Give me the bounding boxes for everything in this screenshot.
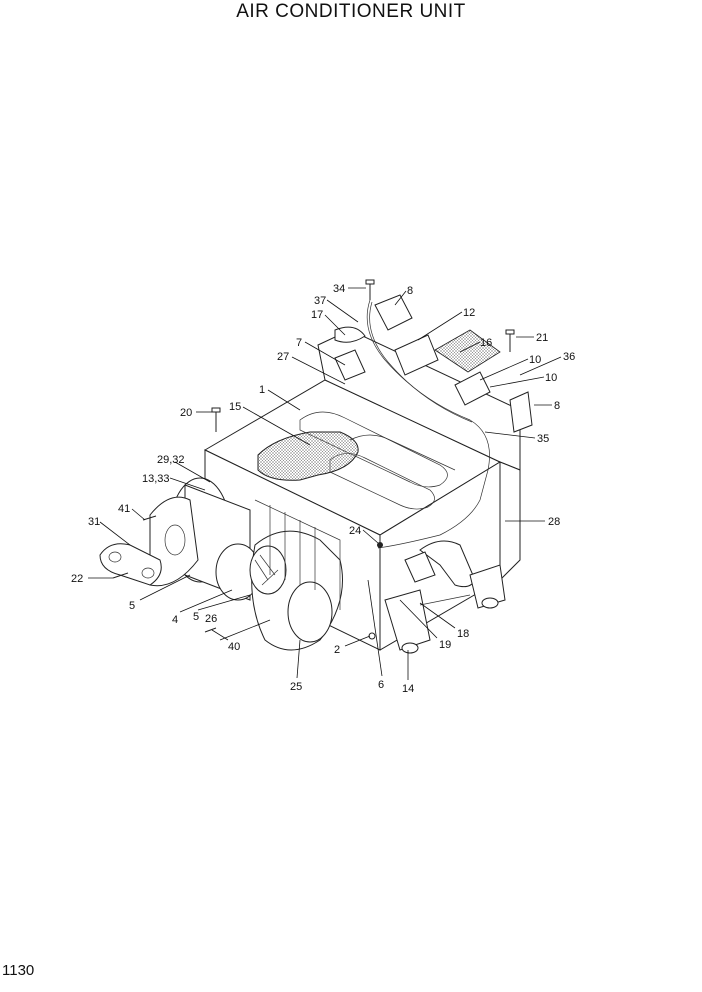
page-number: 1130 <box>2 962 35 979</box>
filter-16 <box>434 329 501 373</box>
callout-15: 15 <box>229 401 241 413</box>
callout-5: 5 <box>129 600 135 612</box>
callout-5: 5 <box>193 611 199 623</box>
callout-36: 36 <box>563 351 575 363</box>
callout-34: 34 <box>333 283 345 295</box>
callout-28: 28 <box>548 516 560 528</box>
callout-10: 10 <box>545 372 557 384</box>
filter-15 <box>257 431 359 481</box>
callout-22: 22 <box>71 573 83 585</box>
bracket-31 <box>99 543 162 586</box>
callout-20: 20 <box>180 407 192 419</box>
callout-26: 26 <box>205 613 217 625</box>
callout-8: 8 <box>554 400 560 412</box>
blower-right <box>249 530 343 651</box>
callout-2: 2 <box>334 644 340 656</box>
callout-40: 40 <box>228 641 240 653</box>
page-title: AIR CONDITIONER UNIT <box>236 1 466 22</box>
callout-37: 37 <box>314 295 326 307</box>
screws <box>112 279 515 640</box>
evaporator-grille <box>254 499 341 610</box>
heater-pipe <box>404 540 476 588</box>
callout-4: 4 <box>172 614 178 626</box>
callout-27: 27 <box>277 351 289 363</box>
callout-7: 7 <box>296 337 302 349</box>
blower-left <box>149 477 261 601</box>
callout-17: 17 <box>311 309 323 321</box>
callout-35: 35 <box>537 433 549 445</box>
callout-10: 10 <box>529 354 541 366</box>
callout-24: 24 <box>349 525 361 537</box>
leader-lines <box>88 287 562 680</box>
callout-29-32: 29,32 <box>157 454 185 466</box>
callout-25: 25 <box>290 681 302 693</box>
callout-12: 12 <box>463 307 475 319</box>
mounting-feet <box>384 564 506 654</box>
callout-13-33: 13,33 <box>142 473 170 485</box>
callout-41: 41 <box>118 503 130 515</box>
callout-labels: 34 8 37 17 12 21 16 7 27 10 36 10 1 8 20… <box>71 283 575 695</box>
relay-blocks <box>334 294 533 433</box>
callout-21: 21 <box>536 332 548 344</box>
callout-16: 16 <box>480 337 492 349</box>
callout-31: 31 <box>88 516 100 528</box>
callout-8: 8 <box>407 285 413 297</box>
callout-19: 19 <box>439 639 451 651</box>
callout-6: 6 <box>378 679 384 691</box>
wiring-harness <box>366 299 490 549</box>
callout-18: 18 <box>457 628 469 640</box>
callout-1: 1 <box>259 384 265 396</box>
callout-14: 14 <box>402 683 414 695</box>
